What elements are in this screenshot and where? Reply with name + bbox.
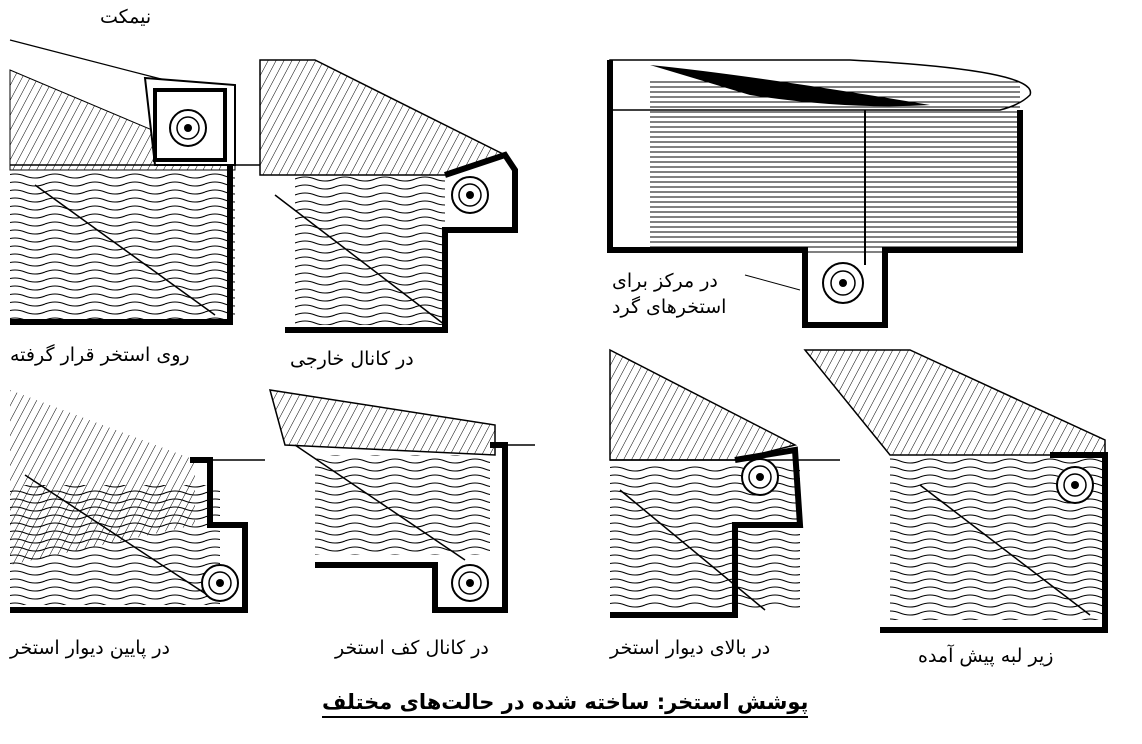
label-below-wall: در پایین دیوار استخر (10, 637, 171, 659)
diagram-center-round (607, 59, 1032, 328)
cover-roll-icon (451, 176, 489, 214)
cover-roll-icon (1056, 466, 1094, 504)
cover-roll-icon (451, 564, 489, 602)
diagram-above-wall (609, 348, 840, 618)
label-center-round-line2: استخرهای گرد (612, 296, 727, 318)
label-center-round-line1: در مرکز برای (612, 270, 718, 292)
label-under-ledge: زیر لبه پیش آمده (918, 645, 1054, 667)
figure-title: پوشش استخر: ساخته شده در حالت‌های مختلف (322, 690, 809, 718)
label-bench: نیمکت (100, 6, 152, 28)
cover-roll-icon (822, 262, 864, 304)
cover-roll-icon (741, 458, 779, 496)
diagram-outer-channel (259, 59, 518, 333)
label-outer-channel: در کانال خارجی (290, 348, 414, 370)
label-floor-channel: در کانال کف استخر (335, 637, 489, 659)
cover-roll-icon (201, 564, 239, 602)
diagram-on-pool (9, 39, 260, 325)
cover-roll-icon (169, 109, 207, 147)
label-above-wall: در بالای دیوار استخر (610, 637, 771, 659)
diagram-floor-channel (268, 389, 535, 613)
diagram-under-ledge (803, 349, 1108, 633)
label-on-pool: روی استخر قرار گرفته (10, 344, 190, 366)
diagram-below-wall (10, 390, 265, 613)
